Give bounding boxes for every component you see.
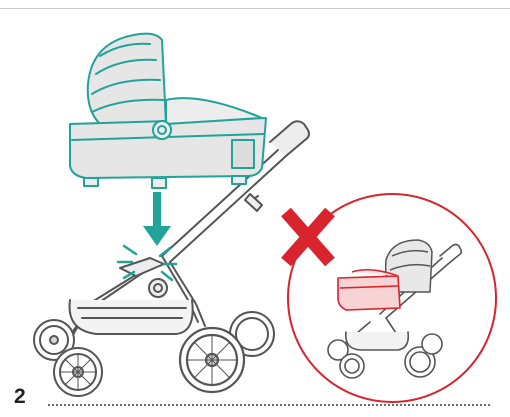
rear-wheel: [180, 328, 244, 392]
arrow-down-icon: [143, 192, 171, 246]
step-number: 2: [14, 385, 26, 409]
step-divider: [48, 404, 490, 406]
front-wheel: [54, 348, 102, 396]
carrycot: [70, 34, 266, 188]
